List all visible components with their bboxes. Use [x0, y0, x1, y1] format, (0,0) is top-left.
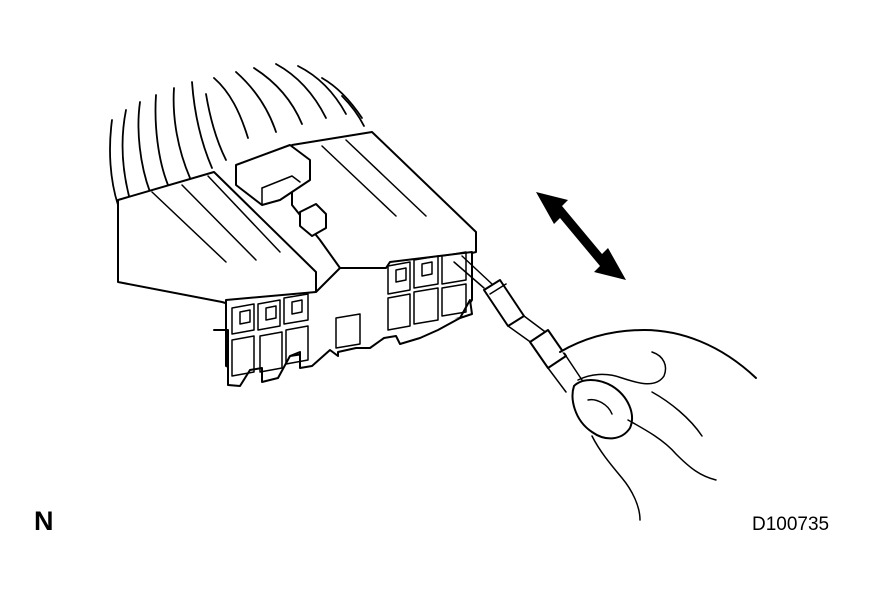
double-headed-arrow-icon — [536, 192, 626, 280]
terminal-pin — [453, 255, 583, 393]
wire-bundle — [109, 63, 365, 206]
figure-code: D100735 — [752, 514, 830, 535]
view-label: N — [34, 506, 54, 536]
connector-housing — [117, 131, 477, 387]
terminal-cavities — [231, 251, 467, 377]
hand — [559, 329, 757, 521]
